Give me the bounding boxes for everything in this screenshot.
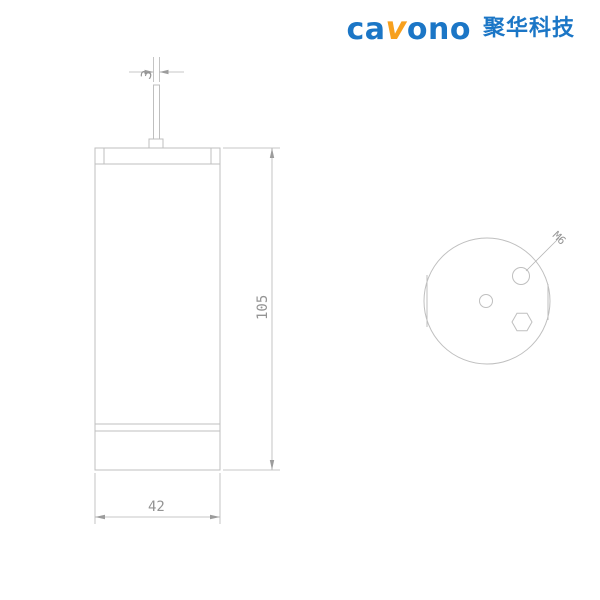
arrowhead-top	[269, 148, 275, 158]
dimension-antenna-width: 3	[129, 57, 184, 82]
brand-wordmark-v-icon: v	[385, 9, 407, 47]
top-view: M6	[423, 229, 568, 365]
dim-text-body-width: 42	[148, 499, 165, 515]
dim-text-antenna-width: 3	[138, 69, 156, 81]
arrowhead-left	[95, 514, 105, 520]
arrowhead-right	[210, 514, 220, 520]
brand-chinese-name: 聚华科技	[482, 15, 575, 41]
hex-socket	[511, 312, 533, 332]
brand-wordmark-ca: ca	[346, 12, 386, 47]
antenna-base	[148, 138, 164, 149]
dim-text-body-height: 105	[255, 295, 271, 320]
thread-leader-line	[525, 237, 560, 272]
thread-hole	[512, 267, 530, 285]
dimension-body-height: 105	[223, 147, 280, 471]
brand-logo: cavono 聚华科技	[347, 12, 575, 45]
arrowhead-left	[144, 69, 154, 75]
arrowhead-right	[159, 69, 169, 75]
brand-wordmark: cavono	[347, 12, 471, 45]
body-outline	[94, 147, 221, 471]
housing-circle	[423, 237, 551, 365]
arrowhead-bottom	[269, 460, 275, 470]
brand-wordmark-ono: ono	[406, 12, 471, 47]
dimension-body-width: 42	[94, 473, 221, 524]
front-view	[94, 84, 221, 471]
center-hole	[479, 294, 493, 308]
antenna-stem	[153, 84, 160, 140]
